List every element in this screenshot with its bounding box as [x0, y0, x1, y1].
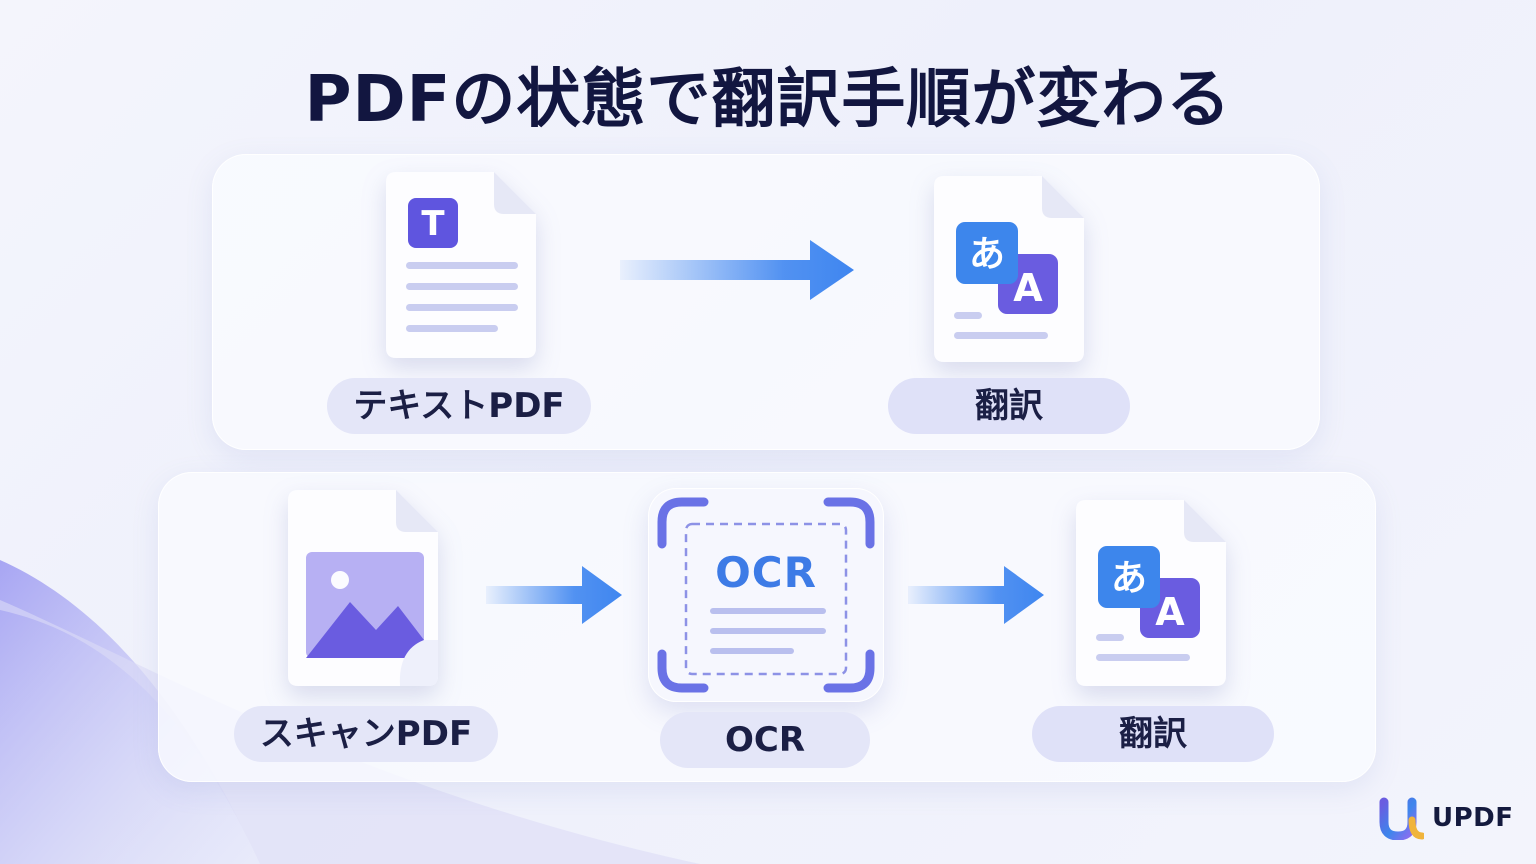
- translate-document-icon: A あ: [934, 176, 1084, 362]
- svg-text:A: A: [1155, 590, 1185, 634]
- scan-frame-icon: [657, 497, 875, 693]
- text-badge-letter: T: [421, 204, 445, 244]
- arrow-right-icon: [486, 566, 622, 624]
- brand-logo: UPDF: [1378, 796, 1514, 840]
- updf-logo-icon: [1379, 797, 1424, 840]
- translation-label-bottom: 翻訳: [1032, 706, 1274, 762]
- svg-text:A: A: [1013, 266, 1043, 310]
- arrow-right-icon: [620, 240, 854, 300]
- brand-name: UPDF: [1432, 803, 1514, 833]
- translate-document-icon: A あ: [1076, 500, 1226, 686]
- scan-pdf-label: スキャンPDF: [234, 706, 498, 762]
- arrow-right-icon: [908, 566, 1044, 624]
- ocr-label: OCR: [660, 712, 870, 768]
- text-document-icon: T: [386, 172, 536, 358]
- ocr-tile-text: OCR: [715, 548, 817, 597]
- page-title: PDFの状態で翻訳手順が変わる: [304, 63, 1232, 137]
- svg-text:あ: あ: [969, 234, 1005, 275]
- svg-text:あ: あ: [1111, 558, 1147, 599]
- text-pdf-label: テキストPDF: [327, 378, 591, 434]
- translation-label-top: 翻訳: [888, 378, 1130, 434]
- image-document-icon: [288, 490, 438, 686]
